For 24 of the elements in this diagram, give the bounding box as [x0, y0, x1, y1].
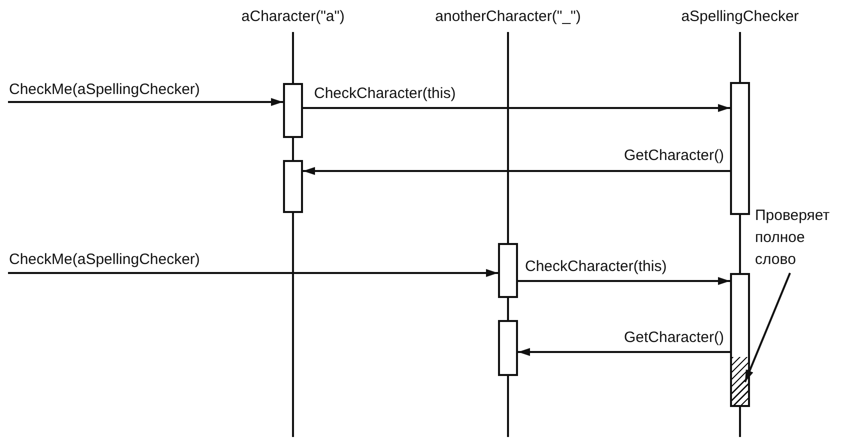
- lifeline-title: aSpellingChecker: [681, 8, 799, 25]
- activation-bar: [283, 83, 303, 138]
- activation-bar: [498, 320, 518, 376]
- activation-bar: [283, 160, 303, 213]
- note-text: Проверяет полное слово: [755, 205, 835, 271]
- lifeline-title: anotherCharacter("_"): [435, 8, 581, 25]
- message-arrow: [518, 348, 730, 356]
- message-arrow: [303, 167, 730, 175]
- message-arrow: [8, 269, 498, 277]
- message-label: GetCharacter(): [622, 330, 725, 346]
- message-arrow: [8, 98, 283, 106]
- leader-line: [744, 272, 791, 382]
- message-label: GetCharacter(): [622, 148, 725, 164]
- message-label: CheckCharacter(this): [524, 259, 668, 275]
- message-arrow: [303, 104, 730, 112]
- activation-bar: [498, 243, 518, 298]
- activation-bar: [730, 273, 750, 407]
- lifeline-title: aCharacter("a"): [241, 8, 345, 25]
- message-label: CheckMe(aSpellingChecker): [8, 252, 201, 268]
- message-label: CheckMe(aSpellingChecker): [8, 82, 201, 98]
- message-arrow: [518, 277, 730, 285]
- hatched-region: [730, 357, 750, 407]
- activation-bar: [730, 82, 750, 215]
- message-label: CheckCharacter(this): [313, 86, 457, 102]
